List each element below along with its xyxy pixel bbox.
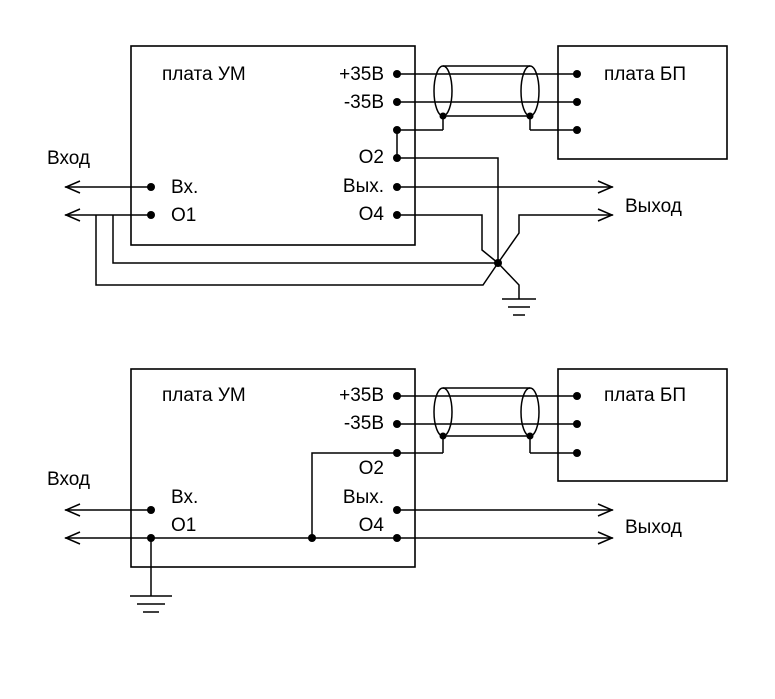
pin-out-label: Вых. — [343, 176, 384, 197]
pin-out-label-2: Вых. — [343, 487, 384, 508]
pin-o4-label: О4 — [359, 204, 385, 225]
output-label-2: Выход — [625, 517, 682, 538]
pin-o1-label: О1 — [171, 205, 196, 226]
psu-board-box — [557, 45, 728, 160]
output-label: Выход — [625, 196, 682, 217]
pin-in-label-2: Вх. — [171, 487, 198, 508]
diagram-top: плата УМ плата БП +35В -35В О2 Вых. О4 В… — [47, 45, 728, 316]
ground-symbol — [502, 298, 536, 316]
pin-o2-label-2: О2 — [359, 458, 384, 479]
pin-o4-label-2: О4 — [359, 515, 385, 536]
amp-board-box — [130, 45, 416, 246]
pin-in-label: Вх. — [171, 177, 198, 198]
ground-symbol-2 — [130, 595, 172, 613]
ground-wiring-2 — [65, 452, 613, 596]
pin-minus35-label: -35В — [344, 92, 384, 113]
psu-board-label: плата БП — [604, 64, 686, 85]
psu-board-box-2 — [557, 368, 728, 482]
pin-plus35-label-2: +35В — [339, 385, 384, 406]
pin-o2-label: О2 — [359, 147, 384, 168]
terminals-2 — [147, 392, 581, 542]
amp-board-label-2: плата УМ — [162, 385, 246, 406]
amp-board-label: плата УМ — [162, 64, 246, 85]
amp-board-box-2 — [130, 368, 416, 568]
pin-minus35-label-2: -35В — [344, 413, 384, 434]
shielded-power-cable-2 — [397, 387, 577, 454]
input-label: Вход — [47, 148, 90, 169]
diagram-bottom: плата УМ плата БП +35В -35В О2 Вых. О4 В… — [47, 368, 728, 613]
pin-plus35-label: +35В — [339, 64, 384, 85]
shielded-power-cable — [396, 65, 577, 158]
pin-o1-label-2: О1 — [171, 515, 196, 536]
psu-board-label-2: плата БП — [604, 385, 686, 406]
ground-wiring — [95, 157, 613, 299]
signal-wires — [64, 180, 614, 222]
terminals — [147, 70, 581, 267]
input-label-2: Вход — [47, 469, 90, 490]
signal-wires-2 — [64, 503, 614, 545]
